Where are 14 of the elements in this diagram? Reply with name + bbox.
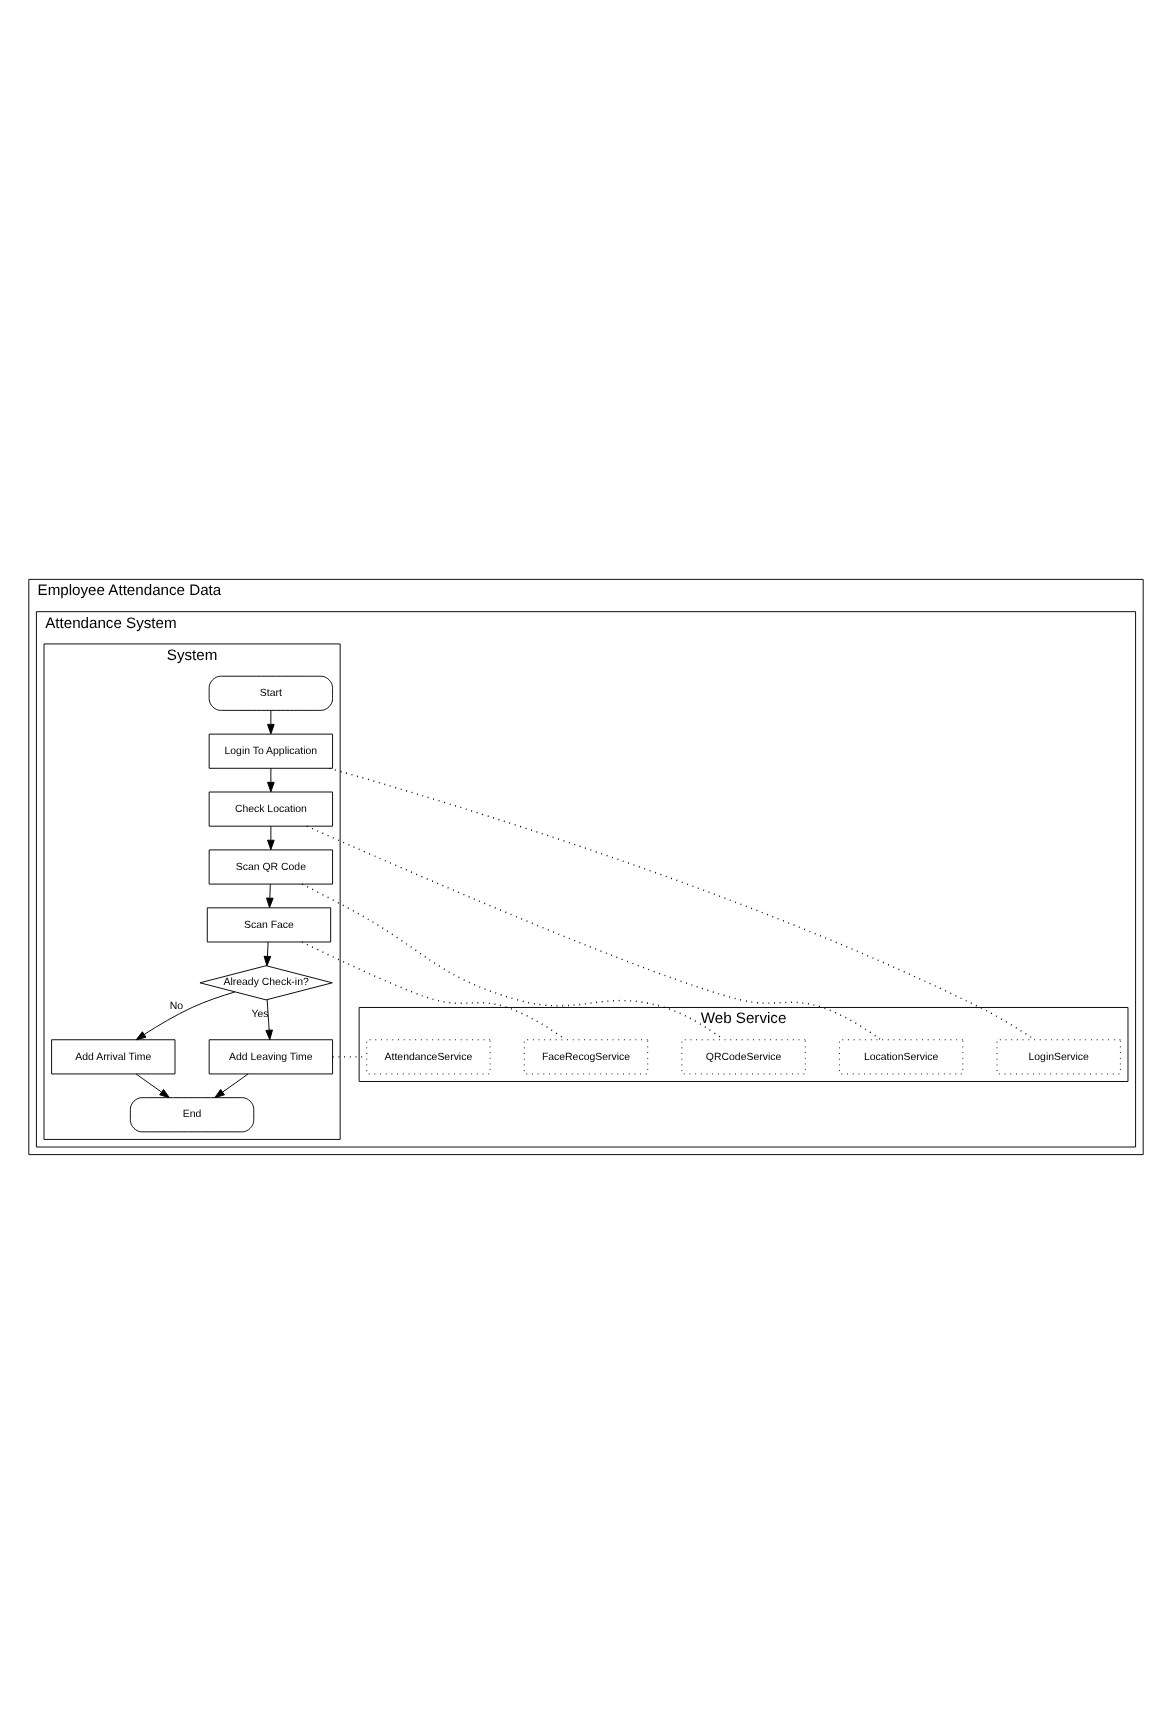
connector: [301, 882, 725, 1040]
arrow: [135, 990, 236, 1040]
arrow: [265, 998, 273, 1040]
arrow: [267, 708, 275, 734]
connector: [306, 824, 882, 1040]
connector: [329, 766, 1036, 1040]
connector: [301, 940, 566, 1040]
arrow: [267, 766, 275, 792]
arrow: [135, 1072, 170, 1098]
arrow: [214, 1072, 249, 1098]
connector: [332, 1055, 368, 1057]
arrow: [267, 824, 275, 850]
arrow: [263, 940, 272, 966]
arrow: [266, 882, 274, 908]
